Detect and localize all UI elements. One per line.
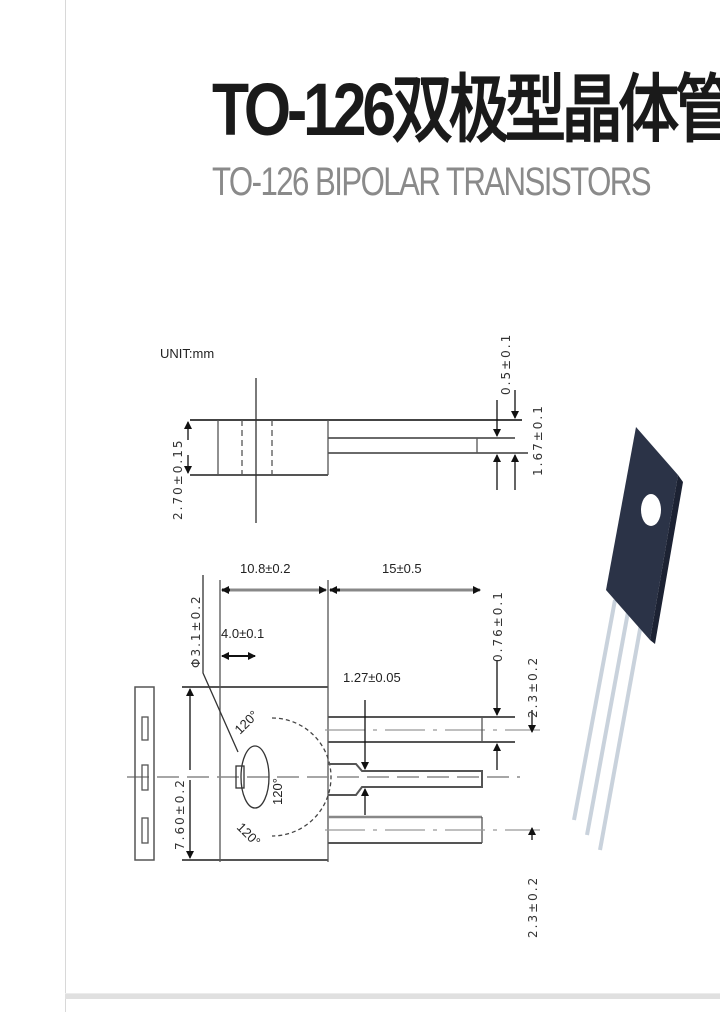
- page-subtitle: TO-126 BIPOLAR TRANSISTORS: [212, 160, 652, 204]
- angle-label-2: 120°: [270, 778, 285, 805]
- transistor-package-image: [572, 427, 683, 851]
- page-border-bottom: [65, 993, 720, 999]
- dim-hole-diameter: Φ3.1±0.2: [189, 594, 203, 668]
- dim-pitch-bottom: 2.3±0.2: [526, 876, 540, 938]
- dim-lead-thickness: 0.5±0.1: [499, 333, 513, 395]
- front-view: [127, 575, 540, 862]
- page-title: TO-126双极型晶体管: [212, 68, 720, 151]
- angle-label-1: 120°: [232, 708, 262, 738]
- dim-lead-offset: 1.67±0.1: [531, 404, 545, 476]
- dim-body-width: 7.60±0.2: [173, 778, 187, 850]
- dim-pitch-top: 2.3±0.2: [526, 656, 540, 718]
- dim-body-length: 10.8±0.2: [240, 561, 291, 576]
- unit-label: UNIT:mm: [160, 346, 214, 361]
- page-border-left: [65, 0, 66, 1012]
- dim-hole-position: 4.0±0.1: [221, 626, 264, 641]
- angle-label-3: 120°: [234, 820, 264, 850]
- side-view: [184, 378, 528, 523]
- dim-lead-width-narrow: 1.27±0.05: [343, 670, 401, 685]
- dim-lead-width: 0.76±0.1: [491, 590, 505, 662]
- dim-thickness: 2.70±0.15: [171, 439, 185, 521]
- dim-lead-length: 15±0.5: [382, 561, 422, 576]
